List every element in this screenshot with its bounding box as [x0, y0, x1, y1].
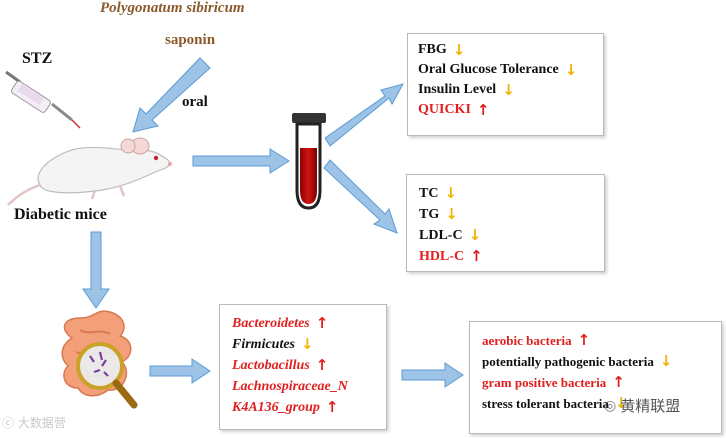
- indicator-label: HDL-C: [419, 249, 465, 264]
- species-title: Polygonatum sibiricum: [100, 0, 245, 16]
- indicator-item: LDL-C ↓: [419, 225, 604, 246]
- indicator-label: LDL-C: [419, 228, 463, 243]
- indicator-item: gram positive bacteria ↑: [482, 372, 721, 393]
- wechat-icon: ◎: [604, 397, 617, 414]
- diabetic-mice-label: Diabetic mice: [14, 206, 107, 223]
- down-arrow-icon: ↓: [445, 205, 458, 223]
- indicator-item: Lactobacillus ↑: [232, 355, 386, 376]
- indicator-item: potentially pathogenic bacteria ↓: [482, 351, 721, 372]
- indicator-item: TC ↓: [419, 183, 604, 204]
- lipid-indicators-box: TC↓TG↓LDL-C↓HDL-C↑: [406, 174, 605, 272]
- microbiota-to-bacteria-arrow: [401, 362, 464, 388]
- indicator-item: FBG ↓: [418, 40, 603, 60]
- down-arrow-icon: ↓: [502, 81, 515, 99]
- indicator-label: aerobic bacteria: [482, 333, 572, 348]
- indicator-label: K4A136_group: [232, 400, 320, 415]
- gut-to-microbiota-arrow: [149, 358, 211, 384]
- up-arrow-icon: ↑: [315, 356, 329, 374]
- indicator-item: TG ↓: [419, 204, 604, 225]
- watermark-left: ⓒ 大数据营: [2, 414, 66, 431]
- gut-microbiota-box: Bacteroidetes↑Firmicutes↓Lactobacillus↑L…: [219, 304, 387, 430]
- mouse-to-tube-arrow: [192, 148, 290, 174]
- indicator-label: Lactobacillus: [232, 358, 310, 373]
- indicator-item: Lachnospiraceae_N: [232, 376, 386, 397]
- indicator-label: Firmicutes: [232, 337, 296, 352]
- indicator-label: potentially pathogenic bacteria: [482, 354, 654, 369]
- watermark-right-text: 黄精联盟: [620, 397, 681, 415]
- down-arrow-icon: ↓: [444, 184, 458, 202]
- indicator-item: K4A136_group ↑: [232, 397, 386, 418]
- up-arrow-icon: ↑: [476, 101, 490, 119]
- indicator-label: FBG: [418, 42, 447, 57]
- mice-to-gut-arrow: [82, 231, 110, 309]
- up-arrow-icon: ↑: [325, 398, 339, 416]
- down-arrow-icon: ↓: [301, 335, 314, 353]
- gut-magnifier-icon: [61, 310, 138, 409]
- down-arrow-icon: ↓: [614, 394, 628, 412]
- indicator-label: Oral Glucose Tolerance: [418, 62, 559, 77]
- indicator-label: TG: [419, 207, 440, 222]
- watermark-right: ◎ 黄精联盟: [604, 395, 680, 416]
- mouse-icon: [7, 137, 172, 206]
- down-arrow-icon: ↓: [659, 352, 673, 370]
- down-arrow-icon: ↓: [468, 226, 482, 244]
- down-arrow-icon: ↓: [452, 41, 466, 59]
- up-arrow-icon: ↑: [470, 247, 483, 265]
- up-arrow-icon: ↑: [577, 331, 591, 349]
- indicator-item: Bacteroidetes ↑: [232, 313, 386, 334]
- indicator-label: QUICKI: [418, 102, 471, 117]
- oral-label: oral: [182, 94, 208, 110]
- indicator-item: Oral Glucose Tolerance ↓: [418, 60, 603, 80]
- indicator-label: Insulin Level: [418, 82, 497, 97]
- indicator-item: QUICKI ↑: [418, 100, 603, 120]
- watermark-logo-icon: ⓒ: [2, 416, 15, 430]
- syringe-icon: [5, 70, 81, 129]
- up-arrow-icon: ↑: [315, 314, 329, 332]
- indicator-label: stress tolerant bacteria: [482, 396, 609, 411]
- indicator-item: HDL-C ↑: [419, 246, 604, 267]
- indicator-label: TC: [419, 186, 439, 201]
- indicator-label: Lachnospiraceae_N: [232, 379, 348, 394]
- bacteria-phenotype-box: aerobic bacteria↑potentially pathogenic …: [469, 321, 722, 434]
- blood-tube-icon: [292, 113, 326, 210]
- indicator-item: Insulin Level ↓: [418, 80, 603, 100]
- indicator-item: Firmicutes ↓: [232, 334, 386, 355]
- glucose-indicators-box: FBG↓Oral Glucose Tolerance↓Insulin Level…: [407, 33, 604, 136]
- down-arrow-icon: ↓: [564, 61, 578, 79]
- indicator-item: stress tolerant bacteria ↓: [482, 393, 721, 414]
- indicator-label: gram positive bacteria: [482, 375, 607, 390]
- watermark-left-text: 大数据营: [17, 416, 66, 430]
- stz-label: STZ: [22, 50, 53, 67]
- saponin-label: saponin: [165, 32, 216, 48]
- indicator-item: aerobic bacteria ↑: [482, 330, 721, 351]
- tube-to-glucose-arrow: [324, 83, 405, 147]
- up-arrow-icon: ↑: [612, 373, 625, 391]
- tube-to-lipid-arrow: [323, 159, 398, 234]
- indicator-label: Bacteroidetes: [232, 316, 310, 331]
- oral-arrow: [132, 57, 211, 133]
